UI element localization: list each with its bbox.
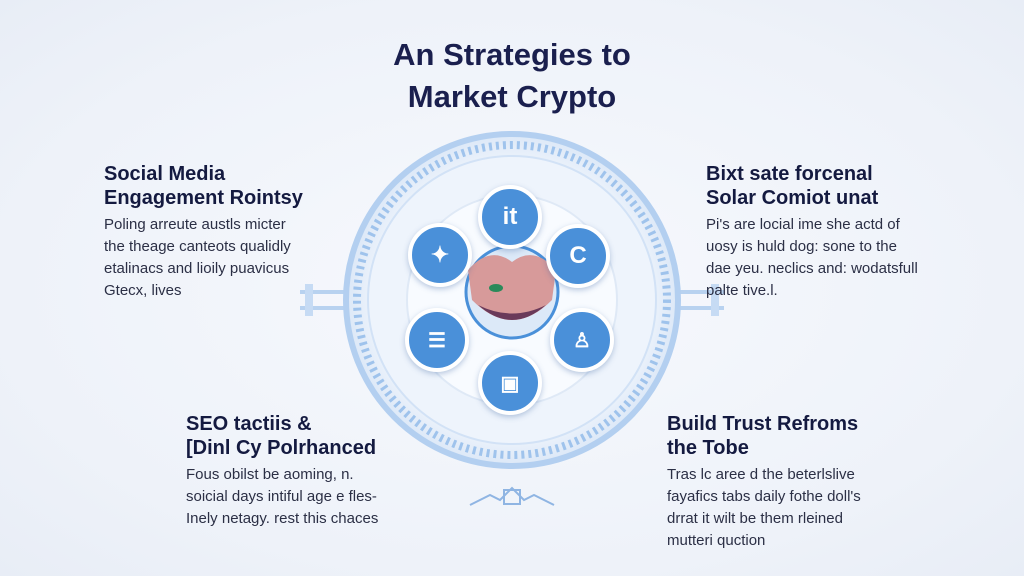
icon-top-it: it	[478, 185, 542, 249]
image-icon: ▣	[478, 351, 542, 415]
center-face-image	[464, 244, 560, 340]
section-seo: SEO tactiis &[Dinl Cy Polrhanced Fous ob…	[186, 412, 406, 530]
coin-label: C	[569, 242, 587, 269]
handshake-icon: ✦	[408, 223, 472, 287]
it-label: it	[502, 203, 518, 230]
patterned-ring	[353, 141, 671, 459]
icon-coin: C	[546, 224, 610, 288]
infographic-title: An Strategies to Market Crypto	[0, 34, 1024, 118]
list-icon: ☰	[405, 308, 469, 372]
people-icon: ♙	[550, 308, 614, 372]
building-icon	[469, 486, 555, 506]
title-line-1: An Strategies to	[393, 37, 631, 72]
section-body: Fous obilst be aoming, n.soicial days in…	[186, 466, 379, 527]
section-heading: SEO tactiis &[Dinl Cy Polrhanced	[186, 413, 377, 459]
title-line-2: Market Crypto	[407, 79, 617, 114]
